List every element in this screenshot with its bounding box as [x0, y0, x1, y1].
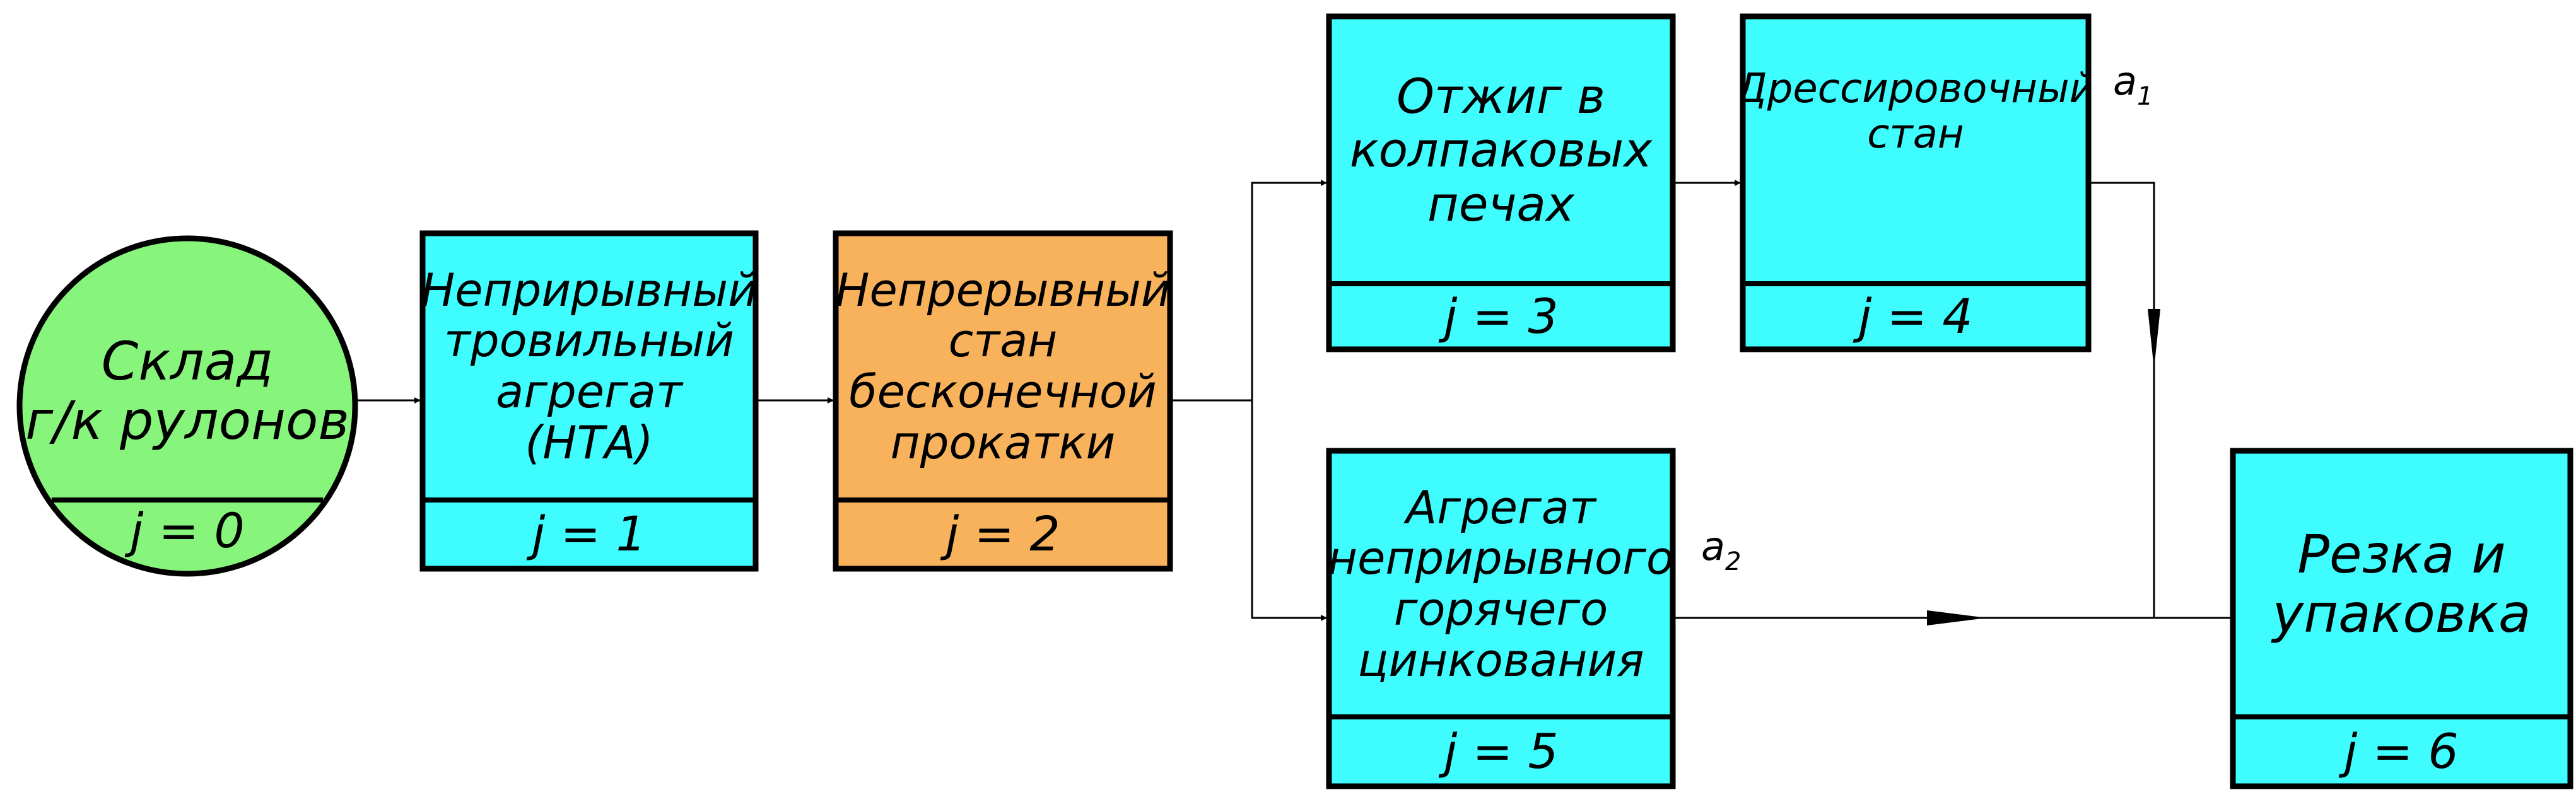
pickling-unit-box [419, 230, 759, 572]
connector-lines [355, 180, 2231, 625]
endless-rolling-mill-index: j = 2 [940, 506, 1060, 562]
endless-rolling-mill-box [833, 230, 1173, 572]
cutting-packing-line-1: Резка и [2297, 523, 2506, 585]
pickling-unit-line-2: тровильный [443, 314, 735, 368]
cutting-packing-title: Резка и упаковка [2233, 452, 2570, 716]
galvanizing-line-line-2: неприрывного [1329, 532, 1673, 585]
flow-label-a2-letter: a [1701, 523, 1725, 569]
connector-n4-n6 [2088, 182, 2155, 618]
flow-label-a1-sub: 1 [2137, 82, 2153, 111]
bell-annealing-line-1: Отжиг в [1396, 68, 1605, 125]
temper-mill-line-1: Дрессировочный [1743, 66, 2088, 113]
node-galvanizing-line: Агрегат неприрывного горячего цинкования… [1326, 448, 1676, 789]
warehouse-title-line-2: г/к рулонов [25, 390, 349, 451]
node-bell-annealing: Отжиг в колпаковых печах j = 3 [1326, 13, 1676, 352]
arrowhead-a2-right [1927, 610, 1987, 625]
galvanizing-line-line-1: Агрегат [1406, 480, 1596, 534]
bell-annealing-title: Отжиг в колпаковых печах [1329, 18, 1673, 282]
cutting-packing-index: j = 6 [2338, 723, 2458, 779]
endless-rolling-mill-line-3: бесконечной [849, 365, 1157, 418]
warehouse-title: Склад г/к рулонов [19, 296, 356, 485]
cutting-packing-box [2230, 448, 2573, 789]
galvanizing-line-box [1326, 448, 1676, 789]
endless-rolling-mill-line-1: Непрерывный [836, 263, 1170, 317]
bell-annealing-line-3: печах [1427, 175, 1574, 232]
temper-mill-index: j = 4 [1853, 288, 1972, 344]
bell-annealing-box [1326, 13, 1676, 352]
node-warehouse: Склад г/к рулонов j = 0 [16, 235, 358, 577]
connector-n2-n5 [1251, 400, 1327, 621]
temper-mill-box [1740, 13, 2092, 352]
arrowhead-a1-down [2148, 309, 2160, 369]
warehouse-circle [16, 235, 358, 577]
flow-label-a2: a2 [1701, 523, 1741, 576]
endless-rolling-mill-line-4: прокатки [890, 416, 1116, 469]
pickling-unit-line-3: агрегат [496, 365, 682, 418]
pickling-unit-title: Неприрывный тровильный агрегат (НТА) [423, 235, 756, 498]
connector-n2-n3 [1170, 180, 1327, 402]
pickling-unit-line-4: (НТА) [525, 416, 653, 469]
pickling-unit-index: j = 1 [526, 506, 646, 562]
node-pickling-unit: Неприрывный тровильный агрегат (НТА) j =… [419, 230, 759, 572]
flow-label-a1: a1 [2113, 58, 2153, 111]
bell-annealing-line-2: колпаковых [1349, 122, 1653, 178]
node-endless-rolling-mill: Непрерывный стан бесконечной прокатки j … [833, 230, 1173, 572]
node-temper-mill: Дрессировочный стан j = 4 [1740, 13, 2092, 352]
galvanizing-line-title: Агрегат неприрывного горячего цинкования [1329, 452, 1673, 716]
endless-rolling-mill-title: Непрерывный стан бесконечной прокатки [836, 235, 1170, 498]
galvanizing-line-line-4: цинкования [1357, 633, 1644, 687]
flow-label-a2-sub: 2 [1725, 547, 1741, 576]
bell-annealing-index: j = 3 [1438, 288, 1558, 344]
cutting-packing-line-2: упаковка [2272, 583, 2531, 644]
warehouse-index: j = 0 [124, 503, 244, 559]
galvanizing-line-index: j = 5 [1438, 723, 1558, 779]
warehouse-title-line-1: Склад [101, 330, 274, 392]
pickling-unit-line-1: Неприрывный [423, 263, 756, 317]
endless-rolling-mill-line-2: стан [948, 314, 1058, 368]
flow-label-a1-letter: a [2113, 58, 2137, 104]
galvanizing-line-line-3: горячего [1393, 583, 1608, 636]
node-cutting-packing: Резка и упаковка j = 6 [2230, 448, 2573, 789]
temper-mill-line-2: стан [1867, 111, 1964, 158]
temper-mill-title: Дрессировочный стан [1743, 18, 2088, 207]
